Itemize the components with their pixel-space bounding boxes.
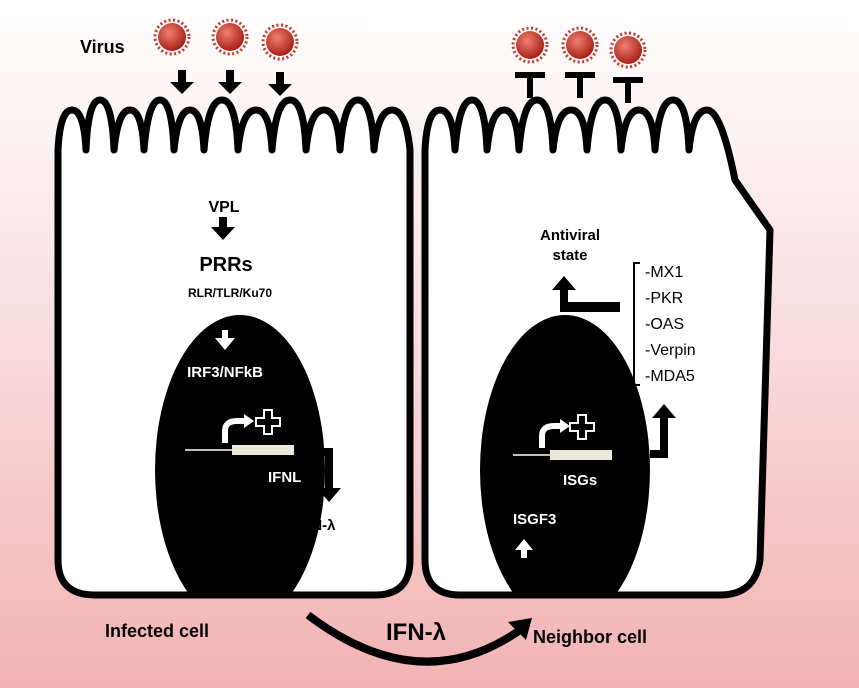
isg-list: -MX1 -PKR -OAS -Verpin -MDA5 xyxy=(645,264,696,385)
isgf3-label: ISGF3 xyxy=(513,511,556,528)
ifn-lambda-secreted-label: IFN-λ xyxy=(298,517,336,534)
virus-icon xyxy=(561,26,599,64)
irf3-nfkb-label: IRF3/NFkB xyxy=(187,364,263,381)
virus-icon xyxy=(153,18,191,56)
transcription-arrow-icon xyxy=(222,418,245,443)
entry-arrows xyxy=(170,70,292,96)
prrs-label: PRRs xyxy=(199,254,252,276)
ifn-lambda-paracrine-label: IFN-λ xyxy=(386,619,446,646)
infected-cell-label: Infected cell xyxy=(105,621,209,641)
isg-bracket xyxy=(633,262,640,386)
virus-icon xyxy=(211,18,249,56)
isg-item: -PKR xyxy=(645,290,683,307)
isgs-label: ISGs xyxy=(563,472,597,489)
block-icons xyxy=(515,72,643,103)
arrow-down-icon xyxy=(215,330,235,350)
isg-item: -MDA5 xyxy=(645,368,695,385)
isg-item: -MX1 xyxy=(645,264,683,281)
virus-icon xyxy=(261,23,299,61)
antiviral-label-line2: state xyxy=(552,247,587,264)
curved-arrow-icon xyxy=(305,611,523,666)
antiviral-label-line1: Antiviral xyxy=(540,227,600,244)
isg-item: -Verpin xyxy=(645,342,696,359)
ifnl-gene-label: IFNL xyxy=(268,469,301,486)
isg-gene xyxy=(550,450,612,460)
arrow-up-icon xyxy=(515,539,533,558)
virus-icon xyxy=(609,31,647,69)
vpl-label: VPL xyxy=(208,199,239,216)
ifnl-gene xyxy=(232,445,294,455)
arrow-down-icon xyxy=(268,72,292,96)
neighbor-cell-label: Neighbor cell xyxy=(533,627,647,647)
isg-item: -OAS xyxy=(645,316,684,333)
elbow-arrow-up-icon xyxy=(552,276,620,312)
arrow-down-icon xyxy=(218,70,242,94)
elbow-arrow-icon xyxy=(305,448,341,502)
infected-cell-nucleus xyxy=(155,315,325,595)
neighbor-cell-nucleus xyxy=(480,315,650,595)
virus-icon xyxy=(511,26,549,64)
arrow-down-icon xyxy=(211,217,235,240)
plus-icon xyxy=(569,414,595,440)
plus-icon xyxy=(255,409,281,435)
block-icon xyxy=(515,72,545,98)
transcription-arrow-icon xyxy=(539,423,562,448)
block-icon xyxy=(613,77,643,103)
block-icon xyxy=(565,72,595,98)
virus-label: Virus xyxy=(80,37,125,57)
elbow-arrow-up-icon xyxy=(650,404,676,458)
arrow-down-icon xyxy=(170,70,194,94)
prr-types-label: RLR/TLR/Ku70 xyxy=(188,286,272,300)
